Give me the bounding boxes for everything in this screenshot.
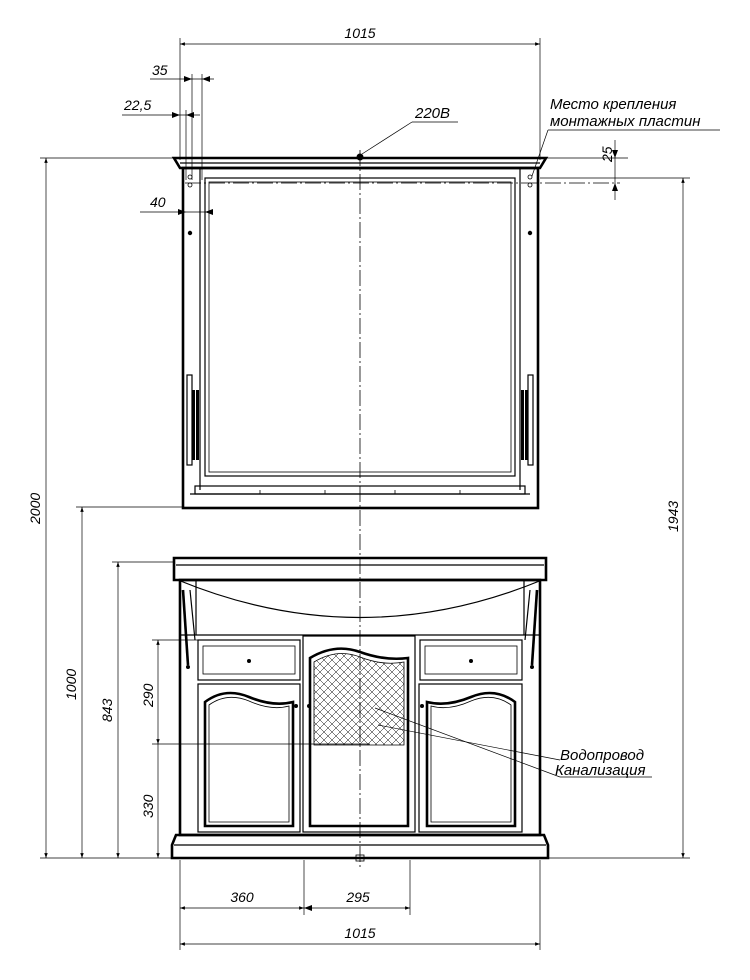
left-light bbox=[186, 374, 199, 466]
countertop bbox=[172, 556, 548, 582]
label-power: 220В bbox=[414, 105, 450, 122]
dim-top-width: 1015 bbox=[344, 25, 375, 41]
right-drawer bbox=[419, 639, 523, 681]
mirror-frame bbox=[181, 166, 540, 510]
mirror-glass bbox=[204, 177, 516, 477]
center-door bbox=[302, 635, 416, 833]
dim-35: 35 bbox=[152, 62, 168, 78]
left-drawer bbox=[197, 639, 301, 681]
dim-bottom-width: 1015 bbox=[344, 925, 375, 941]
dim-25: 25 bbox=[599, 146, 615, 163]
label-sewer: Канализация bbox=[555, 762, 646, 779]
dim-330: 330 bbox=[140, 794, 156, 818]
mirror-cornice bbox=[171, 156, 549, 170]
right-door bbox=[418, 683, 523, 833]
label-water: Водопровод bbox=[560, 747, 644, 764]
vanity bbox=[170, 556, 550, 862]
dim-40: 40 bbox=[150, 194, 166, 210]
left-towel-bar bbox=[181, 589, 196, 669]
dim-290: 290 bbox=[140, 683, 156, 708]
right-towel-bar bbox=[524, 589, 539, 669]
label-mount-line2: монтажных пластин bbox=[550, 113, 700, 130]
dim-295: 295 bbox=[345, 889, 370, 905]
dim-360: 360 bbox=[230, 889, 254, 905]
basin bbox=[177, 579, 543, 619]
dim-1000: 1000 bbox=[63, 669, 79, 700]
dim-2000: 2000 bbox=[27, 493, 43, 525]
dimensions: 1015 35 22,5 40 25 1943 2000 bbox=[27, 25, 690, 950]
dim-843: 843 bbox=[99, 698, 115, 722]
right-light bbox=[521, 374, 534, 466]
dim-1943: 1943 bbox=[665, 501, 681, 532]
mirror bbox=[171, 153, 620, 510]
mesh-panel bbox=[313, 653, 405, 746]
power-point bbox=[356, 153, 364, 161]
label-mount-line1: Место крепления bbox=[550, 96, 676, 113]
dim-22-5: 22,5 bbox=[123, 97, 151, 113]
left-door bbox=[197, 683, 301, 833]
callouts: 220В Место крепления монтажных пластин В… bbox=[361, 96, 720, 779]
